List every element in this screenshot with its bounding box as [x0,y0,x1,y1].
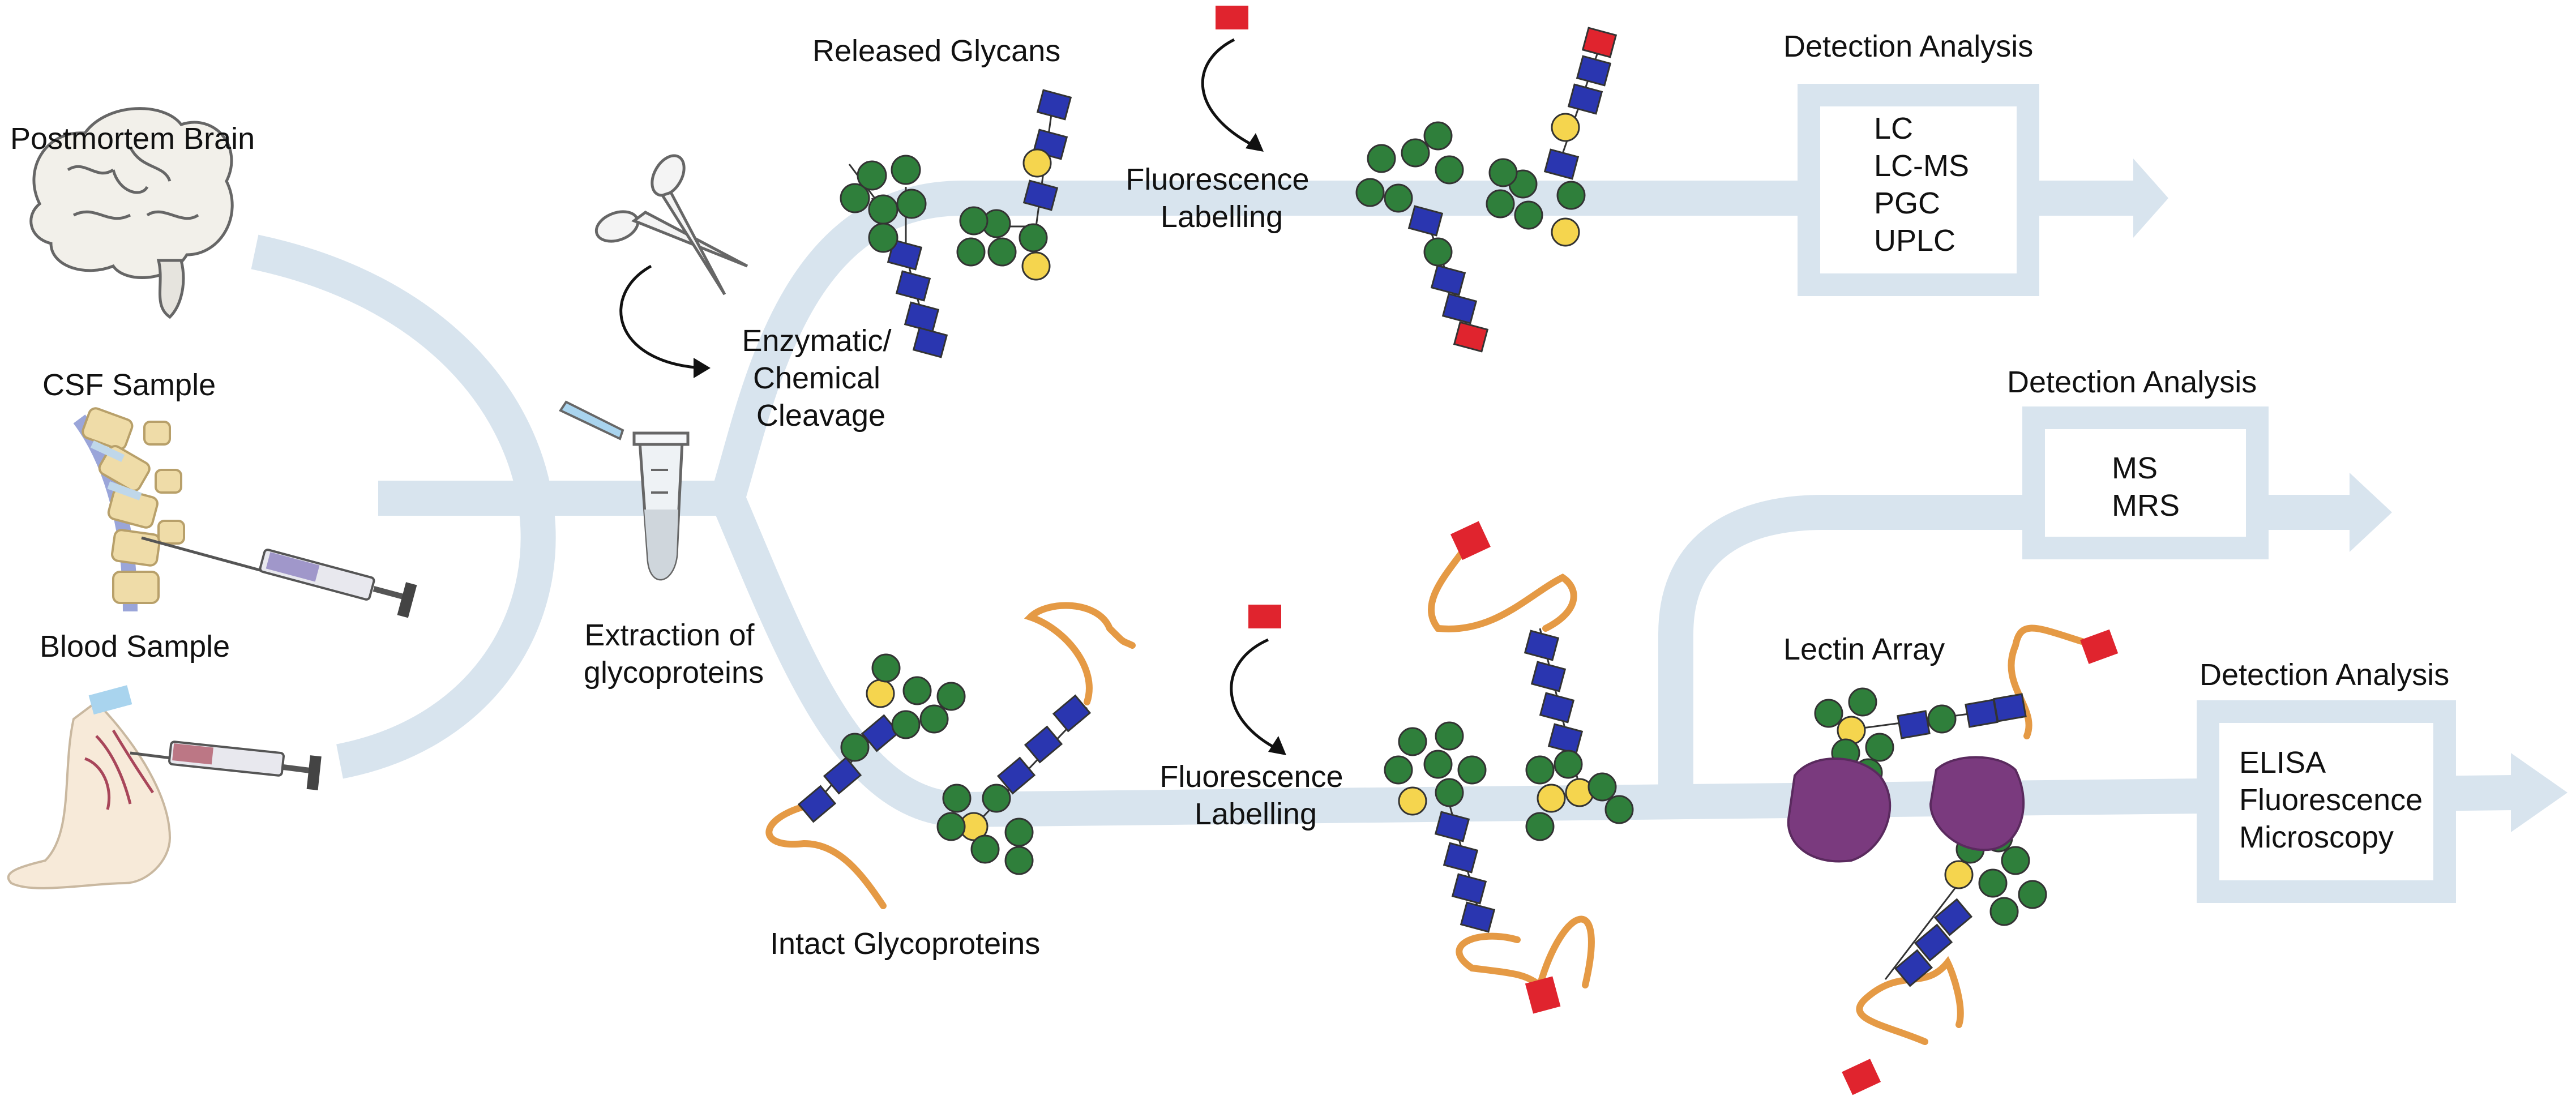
detection-bottom-method: ELISA [2239,746,2326,780]
detection-top-method: UPLC [1874,224,1955,258]
text-labels: Postmortem Brain CSF Sample Blood Sample… [10,29,2449,961]
glycan-structures [840,27,1618,358]
detection-top-methods: LC LC-MS PGC UPLC [1874,112,1978,258]
glycan-released-2 [956,89,1072,281]
detection-box-top [1820,106,2017,273]
glycan-intact-1 [797,653,966,823]
detection-middle-method: MRS [2112,489,2180,523]
ms-branch-flow [1658,495,2367,793]
detection-top-method: LC-MS [1874,149,1969,183]
protein-chain-1 [765,801,887,909]
fluorophore-protein-1 [1450,521,1491,560]
fluorescence-bottom-curved-arrow [1230,638,1281,752]
lectin-1-icon [1787,757,1892,863]
extraction-label: Extraction of glycoproteins [584,618,764,690]
glycoprotein-glycans [797,628,2047,987]
lectin-2-icon [1929,756,2025,851]
glycan-lectin-1 [1814,687,2027,787]
fluorophore-tags [1216,6,1281,628]
detection-middle-methods: MS MRS [2112,451,2180,523]
extraction-label-line-1: Extraction of [584,618,755,652]
eppendorf-tube-icon [559,400,690,581]
detection-box-top-frame [1798,84,2039,296]
syringe-blood-icon [130,741,322,790]
detection-bottom-title: Detection Analysis [2200,658,2449,692]
detection-box-middle [2045,429,2246,537]
glycan-intact-2 [936,694,1092,875]
protein-chain-3 [1428,534,1577,632]
fluorophore-top-icon [1216,6,1248,29]
detection-bottom-methods: ELISA Fluorescence Microscopy [2239,746,2431,854]
protein-chain-2 [1024,602,1136,705]
scissors-icon [594,154,748,296]
fluorescence-top-line-1: Fluorescence [1126,162,1309,196]
fluorophore-protein-2 [1525,976,1561,1014]
extraction-label-line-2: glycoproteins [584,656,764,690]
cleavage-label-line-3: Cleavage [756,399,885,433]
detection-top-method: PGC [1874,186,1940,220]
syringe-csf-icon [141,536,417,618]
curved-arrowheads [694,133,1286,755]
fluorescence-bottom-line-2: Labelling [1195,797,1317,831]
csf-sample-label: CSF Sample [42,368,216,402]
fluorophore-protein-3 [2080,629,2119,664]
glycan-labelled-protein-2 [1524,628,1634,841]
cleavage-label-line-2: Chemical [753,361,880,395]
detection-top-title: Detection Analysis [1783,29,2033,63]
protein-chain-4 [1456,915,1595,991]
spine-icon [73,407,185,612]
arrowhead-bottom-shape [2511,753,2568,832]
curved-arrows [619,38,1281,752]
arrowhead-top-shape [2133,159,2168,238]
cleavage-arrowhead [694,358,711,378]
detection-middle-title: Detection Analysis [2007,365,2257,399]
detection-middle-method: MS [2112,451,2158,485]
released-glycans-label: Released Glycans [812,34,1060,68]
protein-chain-5 [2008,624,2098,739]
detection-bottom-method: Fluorescence [2239,783,2423,817]
fluorescence-top-curved-arrow [1201,38,1258,149]
arm-icon [7,685,172,889]
lectin-proteins [1787,756,2025,863]
detection-box-bottom [2219,723,2433,880]
flow-paths [251,84,2514,903]
cleavage-curved-arrow [619,264,703,370]
brain-icon [29,107,234,319]
protein-chains [765,534,2098,1045]
fluorescence-labelling-bottom-label: Fluorescence Labelling [1159,760,1351,831]
intact-glycoproteins-label: Intact Glycoproteins [770,927,1040,961]
protein-fluorophores [1450,521,2119,1095]
lectin-array-label: Lectin Array [1783,632,1945,666]
glycan-labelled-2 [1486,27,1618,247]
detection-top-method: LC [1874,112,1913,145]
postmortem-brain-label: Postmortem Brain [10,122,255,156]
detection-box-middle-frame [2022,406,2269,559]
fluorescence-top-line-2: Labelling [1161,200,1283,234]
blood-sample-label: Blood Sample [40,630,230,664]
intact-glycoproteins-flow [711,491,2514,828]
protein-chain-6 [1856,956,1964,1045]
glycan-lectin-2 [1884,823,2047,987]
arrowhead-middle-shape [2350,473,2392,552]
cleavage-label-line-1: Enzymatic/ [742,324,891,358]
fluorescence-bottom-line-1: Fluorescence [1159,760,1343,794]
glycan-labelled-1 [1355,121,1489,353]
detection-box-bottom-frame [2197,700,2456,903]
detection-bottom-method: Microscopy [2239,820,2394,854]
flow-arrowheads [2133,159,2568,832]
glycan-released-1 [840,155,948,358]
glycan-labelled-protein-1 [1384,721,1496,933]
fluorescence-top-arrowhead [1246,133,1264,152]
fluorescence-labelling-top-label: Fluorescence Labelling [1126,162,1317,234]
fluorescence-bottom-arrowhead [1268,736,1286,755]
fluorophore-protein-4 [1842,1059,1881,1095]
cleavage-label: Enzymatic/ Chemical Cleavage [742,324,900,433]
fluorophore-bottom-icon [1248,605,1281,628]
